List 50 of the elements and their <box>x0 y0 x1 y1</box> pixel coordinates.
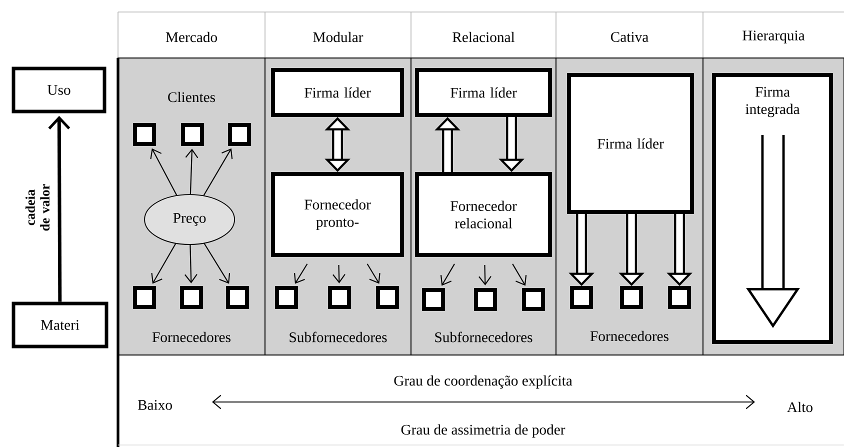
square-box <box>328 286 352 310</box>
arrow <box>150 148 178 196</box>
square-box <box>181 123 204 146</box>
square-box <box>275 286 298 310</box>
column-header: Relacional <box>452 32 515 42</box>
square-box <box>133 123 156 146</box>
group-label: Subfornecedores <box>290 332 387 342</box>
firm-box: Firma líder <box>271 68 404 118</box>
arrow <box>478 265 492 286</box>
square-box <box>226 286 250 310</box>
scale-label: Alto <box>787 402 812 412</box>
group-label: Fornecedores <box>590 330 668 342</box>
group-label: Fornecedores <box>152 332 230 342</box>
arrow <box>48 116 70 302</box>
arrow <box>203 148 233 196</box>
firm-box: Fornecedor relacional <box>415 172 552 258</box>
square-box <box>422 288 446 312</box>
scale-label: Grau de coordenação explícita <box>394 375 572 389</box>
arrow <box>204 243 230 284</box>
column-header: Mercado <box>166 32 218 42</box>
square-box <box>522 288 546 312</box>
arrow <box>332 265 346 284</box>
edge-label: cadeia de valor <box>24 174 51 241</box>
stage-box: Materi <box>12 302 108 348</box>
firm-box: Firma líder <box>415 68 552 118</box>
arrow <box>151 244 176 284</box>
arrow <box>440 264 455 286</box>
arrow <box>512 264 527 286</box>
square-box <box>180 286 204 310</box>
square-box <box>668 286 692 310</box>
square-box <box>228 123 252 146</box>
scale-label: Baixo <box>138 400 172 410</box>
arrow <box>184 244 198 284</box>
group-label: Subfornecedores <box>435 332 532 342</box>
firm-box: Fornecedor pronto- <box>271 172 404 258</box>
square-box <box>474 288 498 312</box>
stage-box: Uso <box>12 66 106 114</box>
scale-label: Grau de assimetria de poder <box>401 424 566 438</box>
square-box <box>570 286 594 310</box>
arrow <box>185 148 198 194</box>
column-header: Modular <box>313 32 364 42</box>
arrow <box>294 264 308 284</box>
square-box <box>376 286 400 310</box>
group-label: Clientes <box>168 92 215 102</box>
square-box <box>620 286 644 310</box>
column-header: Cativa <box>610 32 648 42</box>
firm-box: Firma líder <box>567 73 694 214</box>
square-box <box>133 286 156 310</box>
arrow <box>366 264 380 284</box>
column-header: Hierarquia <box>742 30 805 44</box>
